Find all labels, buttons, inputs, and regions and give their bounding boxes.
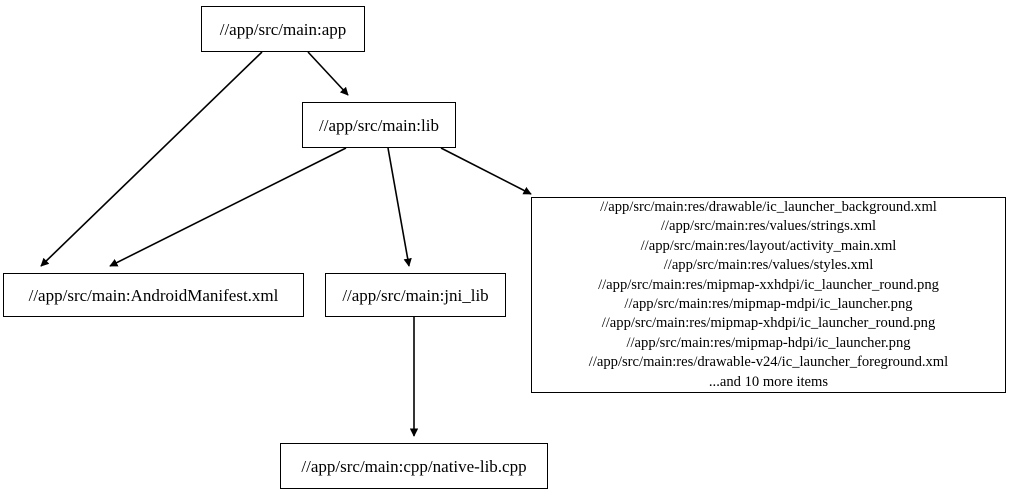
node-app-label: //app/src/main:app <box>219 19 347 39</box>
node-native-lib-cpp-label: //app/src/main:cpp/native-lib.cpp <box>301 456 527 476</box>
node-jni-lib-label: //app/src/main:jni_lib <box>342 285 489 305</box>
node-lib-label: //app/src/main:lib <box>319 115 439 135</box>
node-android-manifest-label: //app/src/main:AndroidManifest.xml <box>28 285 279 305</box>
node-lib[interactable]: //app/src/main:lib <box>302 102 456 148</box>
node-res-group[interactable]: //app/src/main:res/drawable/ic_launcher_… <box>531 197 1006 393</box>
node-android-manifest[interactable]: //app/src/main:AndroidManifest.xml <box>3 273 304 317</box>
edge-lib-to-manifest <box>109 147 347 267</box>
node-app[interactable]: //app/src/main:app <box>201 6 365 52</box>
edge-app-to-lib <box>307 51 349 96</box>
edge-app-to-manifest <box>40 51 263 267</box>
node-native-lib-cpp[interactable]: //app/src/main:cpp/native-lib.cpp <box>280 443 548 489</box>
node-res-group-label: //app/src/main:res/drawable/ic_launcher_… <box>588 198 949 390</box>
edge-lib-to-res <box>440 147 532 195</box>
edge-lib-to-jni-lib <box>387 147 412 267</box>
node-jni-lib[interactable]: //app/src/main:jni_lib <box>325 273 506 317</box>
